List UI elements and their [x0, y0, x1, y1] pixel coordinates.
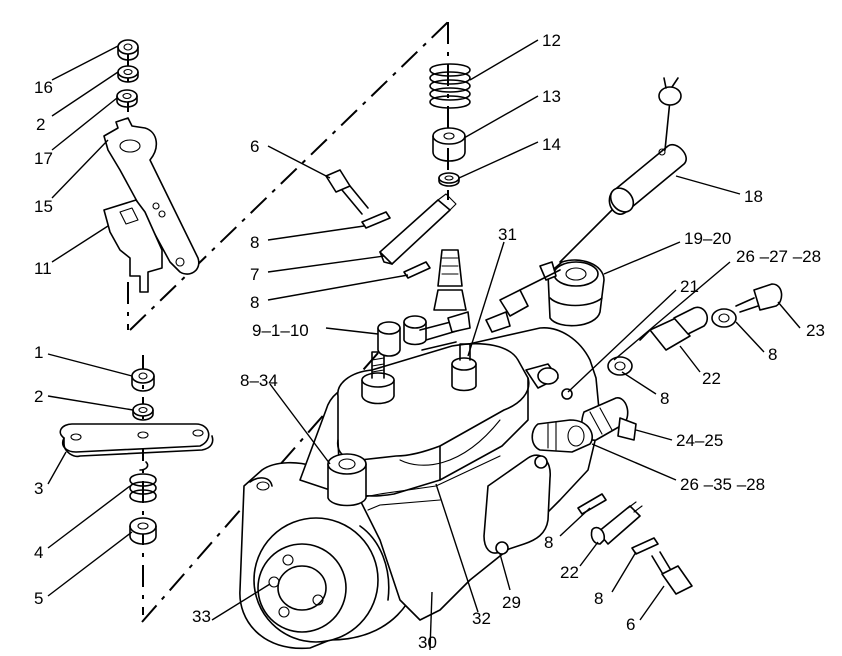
label-3: 3	[34, 479, 43, 498]
part-2-washer-low	[132, 403, 154, 421]
label-12: 12	[542, 31, 561, 50]
label-23: 23	[806, 321, 825, 340]
part-17-washer	[116, 89, 138, 108]
part-8-washer-d	[711, 308, 737, 328]
label-11: 11	[34, 259, 52, 278]
label-17: 17	[34, 149, 53, 168]
label-19-20: 19–20	[684, 229, 731, 248]
part-7-pin	[379, 193, 457, 265]
label-8-34: 8–34	[240, 371, 278, 390]
label-1: 1	[34, 343, 43, 362]
part-23-bolt	[735, 283, 783, 313]
part-13-seat	[432, 127, 466, 162]
label-33: 33	[192, 607, 211, 626]
label-31: 31	[498, 225, 517, 244]
label-8-c: 8	[768, 345, 777, 364]
label-15: 15	[34, 197, 53, 216]
label-4: 4	[34, 543, 43, 562]
part-6-bolt-top	[325, 169, 369, 215]
part-6-bolt-low	[651, 551, 693, 595]
label-8-f: 8	[594, 589, 603, 608]
label-9-1-10: 9–1–10	[252, 321, 309, 340]
centerline-upper	[129, 21, 449, 331]
label-22-low: 22	[560, 563, 579, 582]
label-30: 30	[418, 633, 437, 652]
label-5: 5	[34, 589, 43, 608]
part-8-washer-e	[577, 493, 607, 515]
part-2-washer-top	[117, 65, 139, 83]
part-8-washer-b	[403, 261, 431, 279]
label-29: 29	[502, 593, 521, 612]
leader-lines	[47, 39, 801, 651]
label-32: 32	[472, 609, 491, 628]
part-12-spring	[429, 63, 471, 109]
label-18: 18	[744, 187, 763, 206]
label-26-35-28: 26 –35 –28	[680, 475, 765, 494]
callout-labels: 16 2 17 15 11 6 8 7 8 9–1–10 8–34 1 2 3 …	[34, 31, 825, 652]
label-24-25: 24–25	[676, 431, 723, 450]
part-11-bracket	[103, 199, 163, 293]
label-21: 21	[680, 277, 699, 296]
label-8-b: 8	[250, 293, 259, 312]
label-26-27-28: 26 –27 –28	[736, 247, 821, 266]
part-22-banjo-low	[590, 501, 643, 545]
part-14-washer	[438, 172, 460, 187]
label-8-e: 8	[544, 533, 553, 552]
label-6-low: 6	[626, 615, 635, 634]
label-13: 13	[542, 87, 561, 106]
label-8-a: 8	[250, 233, 259, 252]
part-8-washer-f	[631, 537, 659, 555]
label-7: 7	[250, 265, 259, 284]
part-15-lever	[103, 117, 200, 275]
label-6-top: 6	[250, 137, 259, 156]
label-8-d: 8	[660, 389, 669, 408]
label-16: 16	[34, 78, 53, 97]
label-2-top: 2	[36, 115, 45, 134]
top-fittings	[361, 249, 573, 405]
part-26-35-28-banjo	[531, 419, 594, 453]
label-2-low: 2	[34, 387, 43, 406]
part-4-spring	[129, 461, 157, 503]
label-14: 14	[542, 135, 561, 154]
part-16-nut	[117, 39, 139, 61]
part-8-washer-c	[607, 356, 633, 376]
part-3-plate	[59, 423, 214, 458]
part-5-cap	[129, 517, 157, 545]
part-18-sleeve	[559, 77, 687, 263]
part-8-washer-a	[361, 211, 391, 229]
label-22-right: 22	[702, 369, 721, 388]
part-19-20-fitting	[539, 259, 605, 327]
